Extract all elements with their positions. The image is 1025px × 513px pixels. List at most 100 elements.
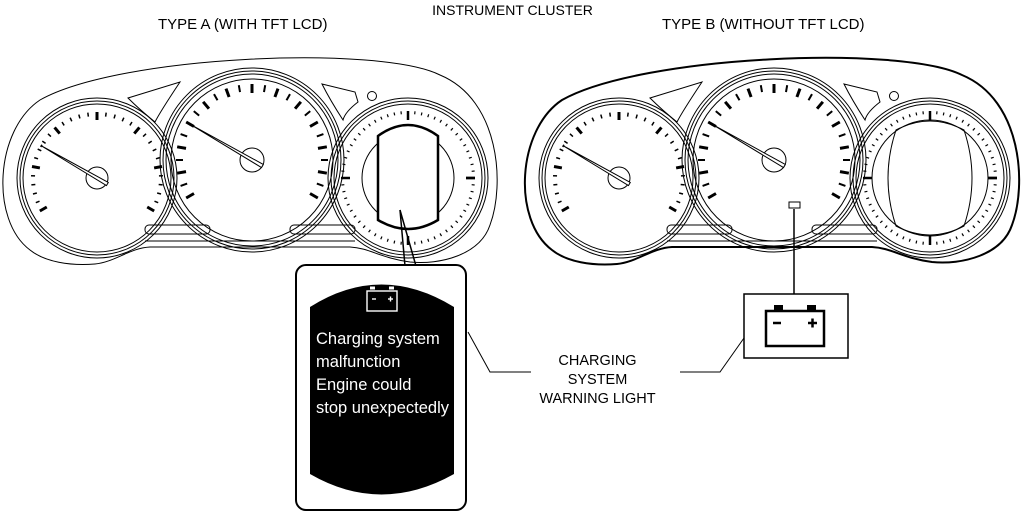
gauge-tick [87, 112, 90, 117]
gauge-tick [698, 145, 709, 150]
gauge-tick [468, 156, 472, 159]
gauge-tick [961, 119, 965, 123]
gauge-tick [655, 126, 663, 135]
gauge-tick [147, 140, 153, 144]
gauge-tick [707, 192, 717, 200]
gauge-tick [985, 209, 989, 213]
gauge-tick [380, 116, 383, 120]
lower-window-left [666, 224, 733, 235]
lower-window-left [144, 224, 211, 235]
gauge-tick [344, 156, 348, 159]
gauge-tick [555, 156, 561, 160]
gauge-tick [362, 225, 366, 229]
gauge-tick [420, 112, 423, 116]
gauge-tick [121, 117, 125, 122]
gauge-tick [357, 220, 361, 224]
gauge-tick [985, 143, 989, 147]
gauge-tick [455, 220, 459, 224]
gauge-tick [133, 126, 141, 135]
gauge-tick [838, 182, 846, 187]
gauge-tick [875, 138, 879, 141]
needle-tip [562, 144, 565, 148]
gauge-tick [41, 140, 47, 144]
gauge-ring [159, 67, 345, 253]
gauge-tick [554, 192, 560, 195]
gauge-tick [53, 126, 61, 135]
gauge-tick [643, 117, 647, 122]
gauge-tick [180, 133, 188, 138]
gauge-tick [304, 110, 311, 117]
gauge-tick [826, 110, 833, 117]
type-b-label: TYPE B (WITHOUT TFT LCD) [662, 16, 865, 33]
lower-window-right [289, 224, 356, 235]
gauge-tick [445, 123, 448, 127]
gauge-tick [224, 88, 231, 98]
gauge-tick [868, 150, 872, 153]
gauge-tick [981, 138, 985, 141]
gauge-tick [176, 145, 187, 150]
indicator-window-left [127, 81, 182, 123]
gauge-tick [676, 200, 681, 204]
gauge-tick [468, 197, 472, 200]
gauge-ring [684, 70, 864, 250]
gauge-tick [831, 192, 841, 200]
gauge-tick [635, 114, 638, 119]
gauge-tick [459, 215, 463, 218]
gauge-tick [839, 145, 850, 150]
gauge-tick [678, 192, 684, 195]
needle-hub [239, 147, 265, 173]
gauge-tick [47, 133, 52, 138]
gauge-tick [32, 192, 38, 195]
gauge-tick [466, 203, 470, 206]
tft-lcd-display [376, 123, 440, 231]
gauge-tick [349, 143, 353, 147]
gauge-tick [784, 84, 789, 93]
needle-hub [85, 166, 109, 190]
indicator-window-right [321, 83, 359, 122]
needle-tip [40, 144, 43, 148]
gauge-tick [380, 236, 383, 240]
cluster-type-a [2, 57, 498, 265]
sensor-light [367, 91, 377, 101]
gauge-tick [626, 112, 629, 117]
cluster-housing [2, 57, 498, 265]
gauge-tick [746, 88, 753, 98]
gauge-tick [368, 229, 371, 233]
charging-system-warning-light-label: CHARGING SYSTEM WARNING LIGHT [520, 352, 675, 409]
gauge-ring [330, 100, 486, 256]
gauge-tick [715, 110, 722, 117]
gauge-tick [815, 100, 825, 110]
gauge-tick [433, 116, 436, 120]
gauge-tick [992, 190, 996, 193]
gauge-tick [868, 203, 872, 206]
gauge-ring [16, 97, 178, 259]
gauge-tick [420, 240, 423, 244]
gauge-tick [316, 133, 324, 138]
gauge-tick [609, 112, 612, 117]
gauge-tick [445, 229, 448, 233]
gauge-tick [176, 170, 187, 175]
gauge-tick [129, 121, 133, 126]
gauge-tick [317, 170, 328, 175]
gauge-ring [855, 103, 1005, 253]
gauge-tick [839, 170, 850, 175]
gauge-inner-window [887, 120, 973, 236]
gauge-tick [864, 163, 868, 166]
gauge-tick [698, 170, 709, 175]
gauge-tick [864, 190, 868, 193]
gauge-tick [895, 119, 899, 123]
gauge-tick [955, 116, 958, 120]
gauge-tick [61, 121, 65, 126]
gauge-tick [967, 123, 970, 127]
lcd-line: Engine could [316, 376, 412, 394]
cluster-type-b [523, 56, 1021, 266]
gauge-tick [702, 182, 710, 187]
gauge-tick [470, 190, 474, 193]
gauge-tick [213, 93, 219, 101]
gauge-tick [988, 203, 992, 206]
gauge-tick [972, 127, 976, 131]
callout-line: WARNING LIGHT [539, 391, 656, 407]
gauge-tick [674, 148, 679, 152]
gauge-tick [342, 190, 346, 193]
gauge-tick [386, 114, 389, 118]
